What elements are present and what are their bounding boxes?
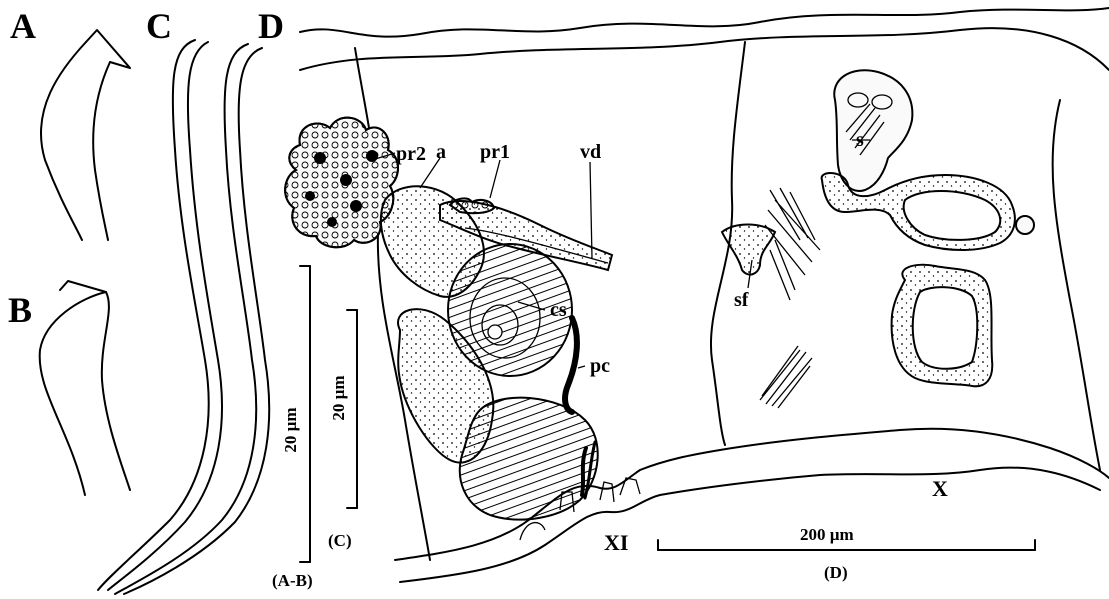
label-vd: vd (580, 141, 601, 163)
label-a: a (436, 141, 446, 163)
spermatheca (822, 70, 1034, 386)
label-pc: pc (590, 355, 610, 377)
scale-ab-value: 20 µm (281, 407, 300, 452)
label-s: s (856, 129, 864, 151)
panel-label-b: B (8, 290, 32, 330)
chaeta-b (40, 281, 130, 495)
scale-d-caption: (D) (824, 563, 848, 582)
scale-d-value: 200 µm (800, 525, 854, 544)
label-cs: cs (550, 299, 567, 321)
label-pr1: pr1 (480, 141, 510, 163)
chaeta-c (98, 40, 269, 594)
scale-c-caption: (C) (328, 531, 352, 550)
label-segment-x: X (932, 476, 948, 501)
panel-label-c: C (146, 6, 172, 46)
scale-bar-c (347, 310, 357, 508)
scale-c-value: 20 µm (329, 375, 348, 420)
label-segment-xi: XI (604, 530, 628, 555)
label-sf: sf (734, 289, 749, 311)
scale-bar-ab (300, 266, 310, 562)
panel-label-d: D (258, 6, 284, 46)
label-pr2: pr2 (396, 143, 426, 165)
scale-ab-caption: (A-B) (272, 571, 313, 590)
chaeta-a (41, 30, 130, 240)
panel-label-a: A (10, 6, 36, 46)
